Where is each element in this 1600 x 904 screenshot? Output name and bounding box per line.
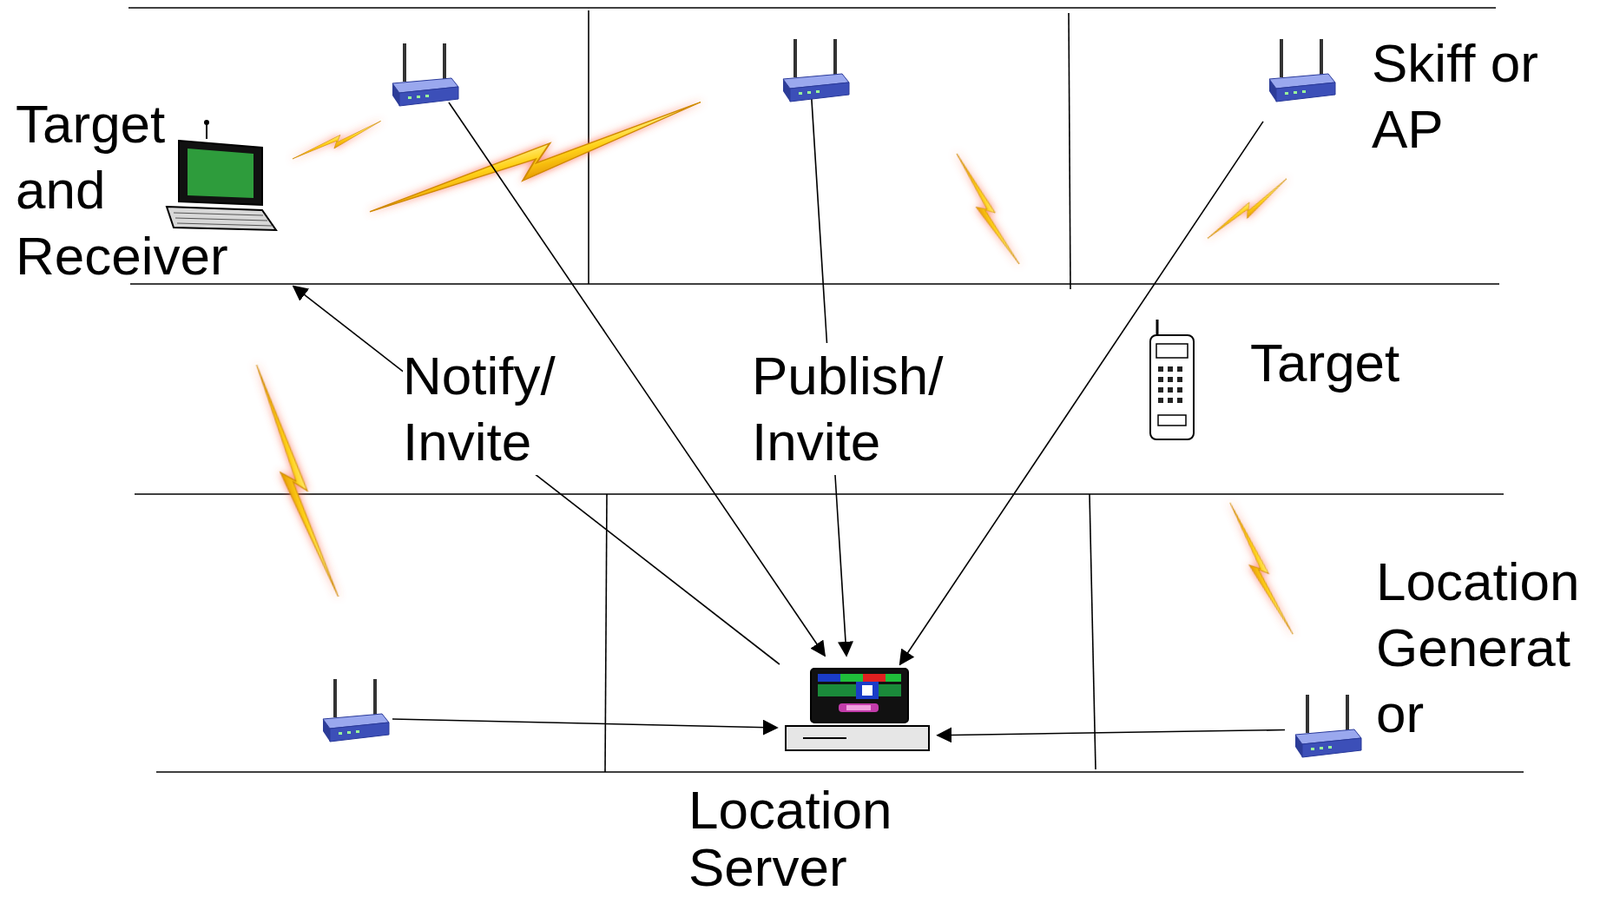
bolt	[1228, 497, 1294, 641]
bolt	[954, 147, 1020, 272]
device-label: Skiff or AP	[1371, 30, 1589, 163]
device-label: Target and Receiver	[15, 91, 251, 290]
device-node: Location Generat or	[1284, 542, 1598, 753]
ap-link	[392, 718, 777, 728]
laptop-icon	[166, 119, 277, 231]
access-point	[1269, 39, 1336, 102]
phone-icon	[1150, 319, 1194, 440]
bolt	[362, 102, 709, 217]
device-node: Location Server	[685, 664, 938, 898]
device-label: Location Server	[688, 781, 923, 896]
message-arrow	[293, 286, 780, 665]
device-node: Target and Receiver	[15, 91, 294, 296]
access-point	[392, 43, 459, 106]
lightning-bolts	[253, 102, 1294, 641]
bolt	[253, 359, 338, 604]
device-label: Location Generat or	[1376, 548, 1594, 747]
device-label: Target	[1250, 329, 1416, 396]
edge-label: Notify/ Invite	[402, 342, 586, 475]
walls	[128, 7, 1524, 772]
bolt	[289, 120, 385, 160]
device-node: Skiff or AP	[1263, 24, 1594, 168]
bolt	[1200, 178, 1295, 241]
access-points	[322, 39, 1362, 758]
device-node: Target	[1139, 314, 1426, 445]
access-point	[783, 39, 850, 102]
message-label: Publish/ Invite	[751, 342, 969, 475]
access-point	[1295, 694, 1362, 758]
message-arrow	[937, 730, 1285, 736]
server-icon	[785, 668, 929, 751]
access-point	[322, 678, 389, 742]
